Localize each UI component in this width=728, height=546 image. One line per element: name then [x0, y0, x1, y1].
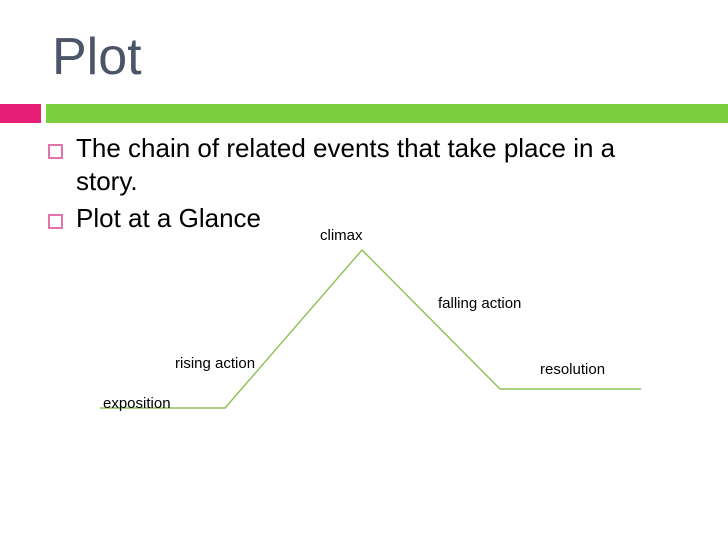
accent-bar-pink [0, 104, 41, 123]
list-item-label: Plot at a Glance [76, 203, 261, 233]
square-bullet-icon [48, 144, 63, 159]
chart-annotation-falling-action: falling action [438, 295, 522, 312]
list-item-label: The chain of related events that take pl… [76, 133, 616, 196]
page-title: Plot [52, 28, 142, 86]
chart-annotation-resolution: resolution [540, 361, 606, 378]
list-item: The chain of related events that take pl… [48, 132, 668, 198]
plot-curve [100, 248, 641, 409]
accent-bar-green [46, 104, 728, 123]
chart-annotation-exposition: exposition [103, 395, 171, 412]
list-item: Plot at a Glance [48, 202, 668, 235]
square-bullet-icon [48, 214, 63, 229]
bullet-list: The chain of related events that take pl… [48, 132, 668, 239]
chart-annotation-rising-action: rising action [175, 355, 256, 372]
